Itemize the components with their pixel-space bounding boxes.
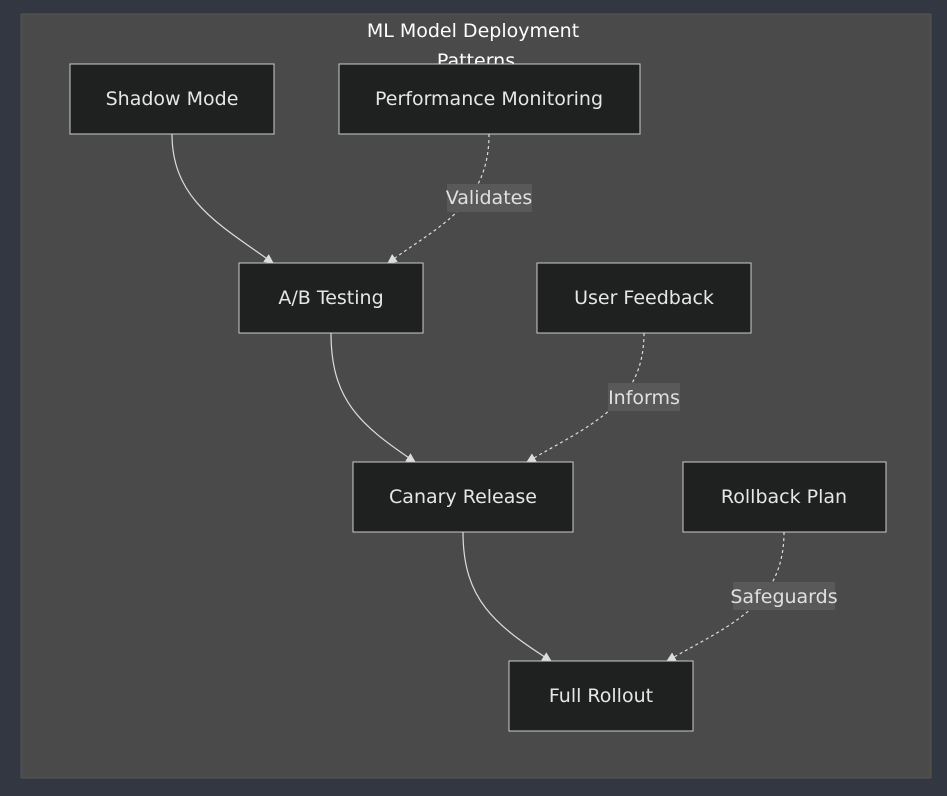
node-rollback-plan-label: Rollback Plan — [721, 486, 847, 508]
node-shadow-mode[interactable]: Shadow Mode — [69, 63, 275, 135]
node-user-feedback-label: User Feedback — [574, 287, 714, 309]
node-canary-release-label: Canary Release — [389, 486, 537, 508]
edge-label-validates: Validates — [446, 184, 532, 212]
node-user-feedback[interactable]: User Feedback — [536, 262, 752, 334]
edge-rollback-to-rollout — [666, 531, 785, 662]
node-full-rollout-label: Full Rollout — [549, 685, 653, 707]
edge-label-validates-text: Validates — [446, 187, 532, 209]
edge-label-safeguards: Safeguards — [730, 582, 838, 610]
node-ab-testing[interactable]: A/B Testing — [238, 262, 424, 334]
edge-shadow-to-ab — [171, 133, 274, 264]
edge-label-safeguards-text: Safeguards — [730, 586, 837, 608]
node-full-rollout[interactable]: Full Rollout — [508, 660, 694, 732]
node-rollback-plan[interactable]: Rollback Plan — [682, 461, 887, 533]
node-canary-release[interactable]: Canary Release — [352, 461, 574, 533]
node-ab-testing-label: A/B Testing — [278, 287, 383, 309]
node-shadow-mode-label: Shadow Mode — [106, 88, 239, 110]
edge-label-informs-text: Informs — [608, 387, 680, 409]
node-performance-monitoring[interactable]: Performance Monitoring — [338, 63, 641, 135]
edge-canary-to-rollout — [462, 531, 552, 662]
edge-feedback-to-canary — [526, 332, 645, 463]
edge-ab-to-canary — [330, 332, 416, 463]
node-performance-monitoring-label: Performance Monitoring — [375, 88, 603, 110]
edge-label-informs: Informs — [608, 383, 680, 411]
diagram-title-line1: ML Model Deployment — [367, 20, 579, 42]
